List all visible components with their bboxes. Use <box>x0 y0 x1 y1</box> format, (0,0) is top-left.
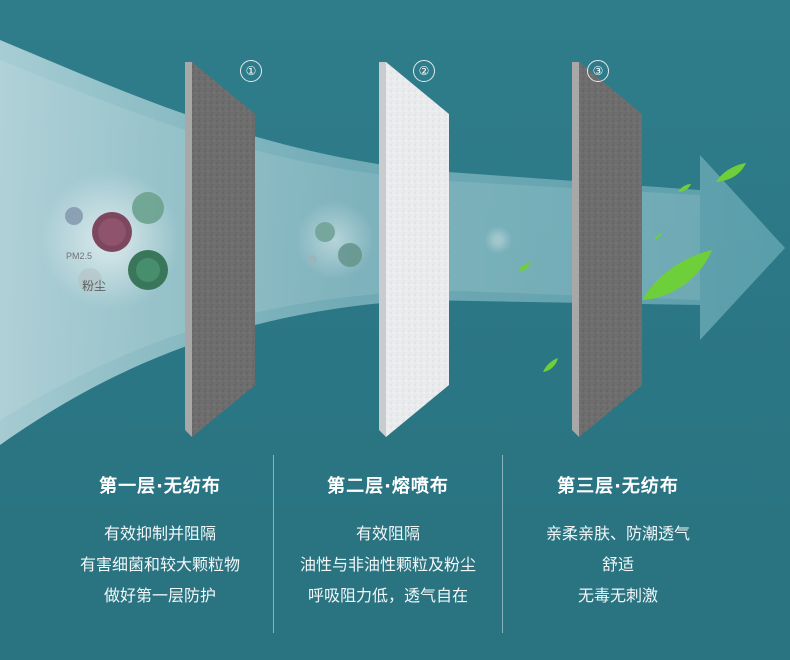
leaf-icon <box>716 163 746 182</box>
layer-2-line-1: 有效阻隔 <box>273 518 503 549</box>
layer-2-description: 第二层·熔喷布 有效阻隔 油性与非油性颗粒及粉尘 呼吸阻力低，透气自在 <box>273 470 503 611</box>
layer-1-number-badge: ① <box>240 60 262 82</box>
leaf-icon <box>543 358 558 372</box>
layer-1-line-1: 有效抑制并阻隔 <box>45 518 275 549</box>
layer-1-description: 第一层·无纺布 有效抑制并阻隔 有害细菌和较大颗粒物 做好第一层防护 <box>45 470 275 611</box>
layer-2-line-2: 油性与非油性颗粒及粉尘 <box>273 549 503 580</box>
layer-3-panel <box>572 62 642 437</box>
layer-1-line-2: 有害细菌和较大颗粒物 <box>45 549 275 580</box>
particle-cluster-clean <box>484 226 512 254</box>
layer-2-title: 第二层·熔喷布 <box>273 470 503 504</box>
layer-2-panel <box>379 62 449 437</box>
particle-cluster-filtered <box>295 200 375 280</box>
layer-3-line-3: 无毒无刺激 <box>503 580 733 611</box>
layer-1-panel <box>185 62 255 437</box>
particle-cluster: PM2.5 粉尘 <box>40 170 180 310</box>
layer-2-line-3: 呼吸阻力低，透气自在 <box>273 580 503 611</box>
dust-label: 粉尘 <box>82 279 106 293</box>
layer-3-title: 第三层·无纺布 <box>503 470 733 504</box>
layer-3-line-1: 亲柔亲肤、防潮透气 <box>503 518 733 549</box>
layer-1-line-3: 做好第一层防护 <box>45 580 275 611</box>
layer-descriptions: 第一层·无纺布 有效抑制并阻隔 有害细菌和较大颗粒物 做好第一层防护 第二层·熔… <box>0 470 790 640</box>
layer-3-line-2: 舒适 <box>503 549 733 580</box>
layer-3-description: 第三层·无纺布 亲柔亲肤、防潮透气 舒适 无毒无刺激 <box>503 470 733 611</box>
layer-3-number-badge: ③ <box>587 60 609 82</box>
layer-2-number-badge: ② <box>413 60 435 82</box>
filtration-illustration: PM2.5 粉尘 <box>0 0 790 450</box>
pm25-label: PM2.5 <box>66 251 92 261</box>
layer-1-title: 第一层·无纺布 <box>45 470 275 504</box>
